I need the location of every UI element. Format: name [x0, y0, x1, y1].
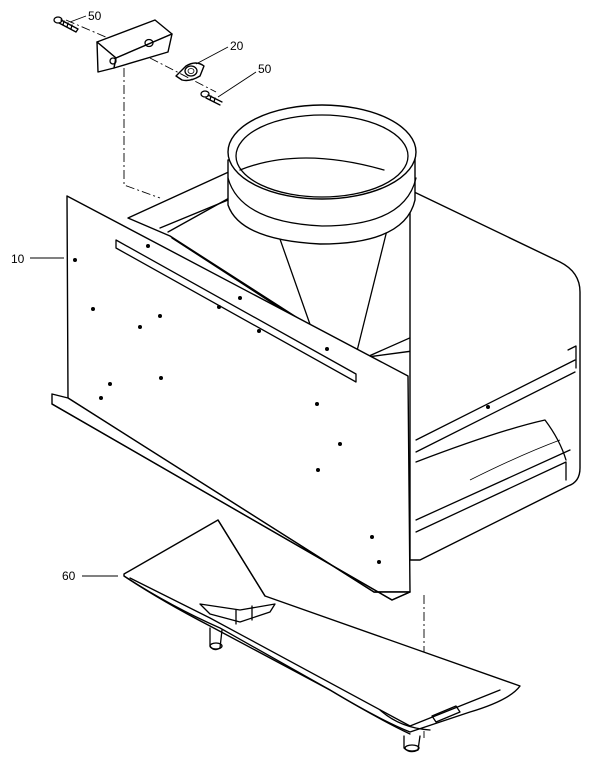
screw-top-part — [53, 16, 79, 33]
bushing-part — [175, 62, 205, 82]
callout-label-screw-top: 50 — [88, 9, 102, 23]
screw-mid-part — [200, 90, 223, 106]
callout-screw-top: 50 — [69, 9, 102, 23]
callout-label-bushing: 20 — [230, 39, 244, 53]
duct-collar — [227, 104, 417, 245]
mounting-bracket — [96, 19, 173, 73]
callout-tray: 60 — [62, 569, 118, 583]
callout-screw-mid: 50 — [217, 62, 272, 98]
callout-bushing: 20 — [195, 39, 244, 65]
front-panel — [51, 195, 411, 601]
bottom-tray — [123, 519, 521, 753]
callout-label-tray: 60 — [62, 569, 76, 583]
callout-label-frame: 10 — [11, 252, 25, 266]
callout-label-screw-mid: 50 — [258, 62, 272, 76]
callout-frame: 10 — [11, 252, 64, 266]
